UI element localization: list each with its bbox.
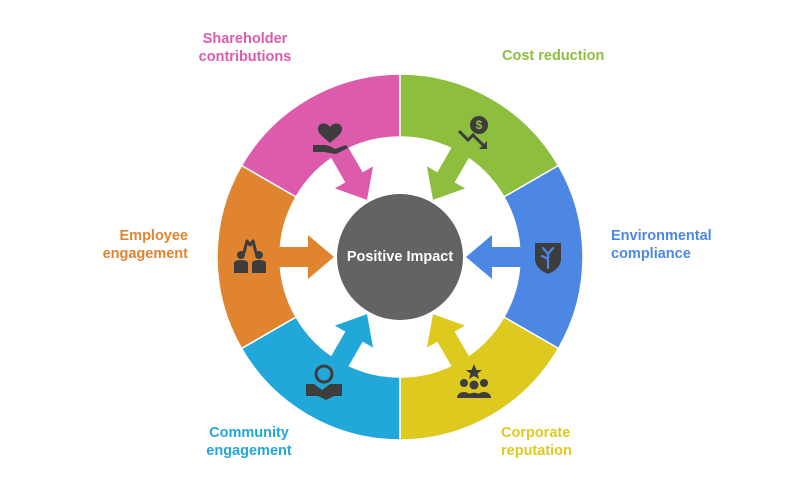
svg-text:$: $	[476, 118, 483, 132]
label-line: Community	[209, 425, 289, 441]
label-line: Employee	[119, 228, 189, 244]
label-shareholder-contributions: Shareholder contributions	[186, 30, 304, 66]
label-line: Corporate	[501, 425, 571, 441]
center-label: Positive Impact	[346, 249, 454, 265]
arrow-shareholder	[329, 144, 374, 200]
people-star-icon	[457, 364, 491, 398]
label-line: Cost reduction	[502, 48, 605, 64]
label-line: contributions	[198, 49, 292, 65]
label-line: engagement	[206, 443, 292, 459]
segment-icons: $	[234, 116, 561, 400]
high-five-icon	[234, 239, 266, 273]
label-environmental-compliance: Environmental compliance	[611, 227, 741, 263]
shield-plant-icon	[535, 243, 561, 274]
label-line: Shareholder	[202, 31, 288, 47]
arrow-environment	[466, 235, 524, 279]
label-line: engagement	[102, 246, 188, 262]
heart-hand-icon	[313, 123, 348, 154]
label-line: compliance	[611, 246, 691, 262]
label-community-engagement: Community engagement	[196, 424, 302, 460]
arrow-cost	[426, 144, 471, 200]
handshake-globe-icon	[306, 364, 342, 400]
label-line: Environmental	[611, 228, 712, 244]
label-corporate-reputation: Corporate reputation	[501, 424, 631, 460]
center-circle	[337, 194, 463, 320]
label-line: reputation	[501, 443, 572, 459]
label-employee-engagement: Employee engagement	[70, 227, 188, 263]
arrow-employee	[276, 235, 334, 279]
inward-arrows	[276, 144, 524, 370]
dollar-down-arrow-icon: $	[457, 116, 488, 149]
arrow-community	[329, 314, 374, 370]
arrow-corporate	[426, 314, 471, 370]
label-cost-reduction: Cost reduction	[502, 47, 632, 65]
